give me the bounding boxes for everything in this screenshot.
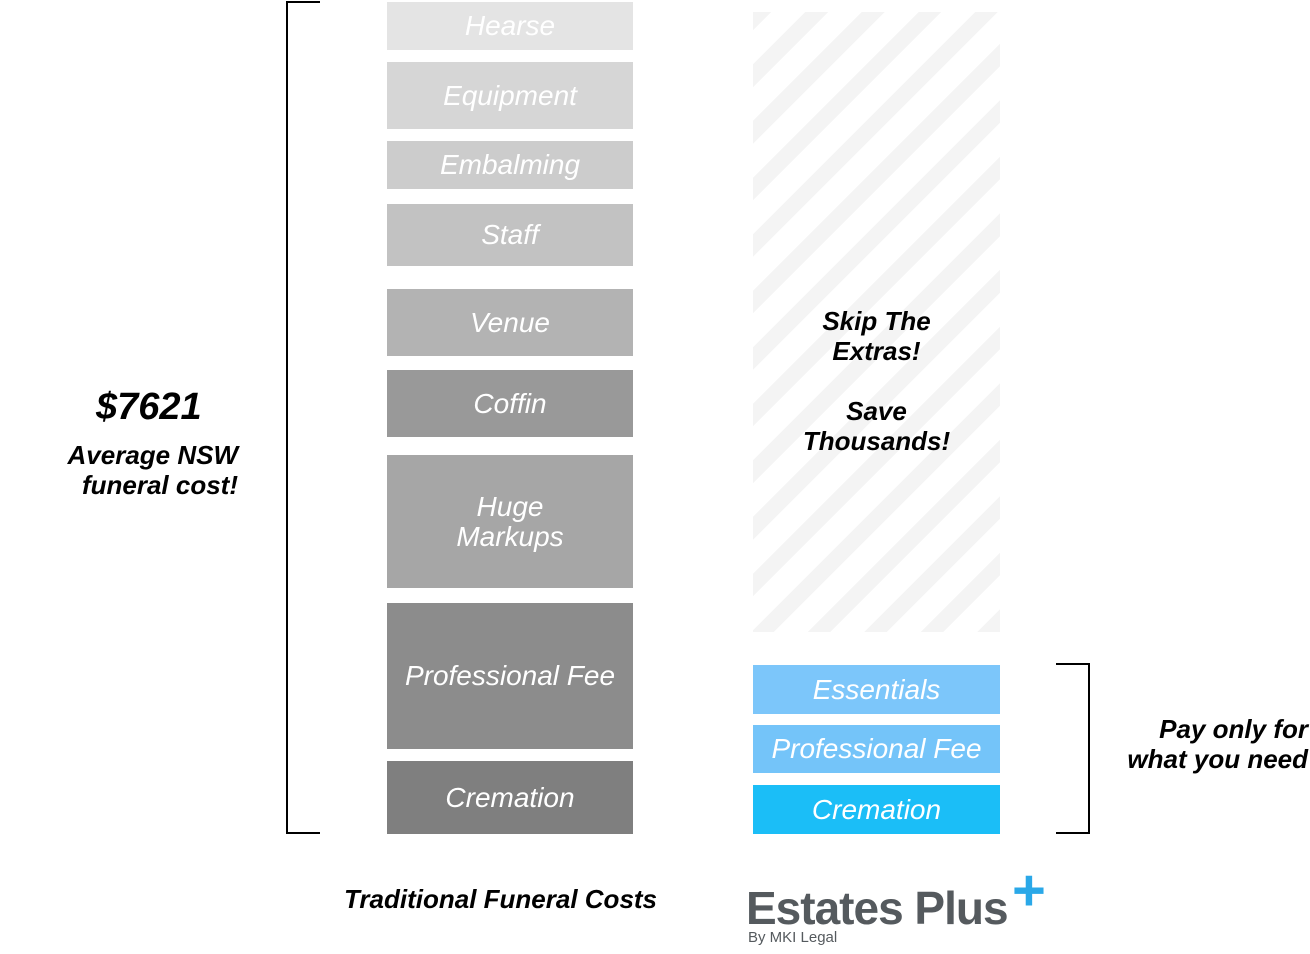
- estates-plus-bracket: [1056, 663, 1090, 834]
- segment-cremation: Cremation: [753, 785, 1000, 834]
- segment-cremation: Cremation: [387, 761, 633, 834]
- segment-hearse: Hearse: [387, 2, 633, 50]
- average-cost-value: $7621: [96, 386, 202, 428]
- segment-equipment: Equipment: [387, 62, 633, 129]
- plus-icon: +: [1012, 858, 1046, 923]
- traditional-axis-label: Traditional Funeral Costs: [344, 884, 658, 914]
- skip-extras-annotation: Skip The Extras! Save Thousands!: [802, 306, 951, 456]
- segment-professional-fee: Professional Fee: [387, 603, 633, 749]
- average-cost-caption: Average NSW funeral cost!: [67, 440, 239, 500]
- segment-embalming: Embalming: [387, 141, 633, 189]
- logo-wordmark: Estates Plus: [746, 882, 1009, 934]
- segment-essentials: Essentials: [753, 665, 1000, 714]
- segment-staff: Staff: [387, 204, 633, 266]
- skipped-extras-area: [753, 12, 1000, 632]
- segment-coffin: Coffin: [387, 370, 633, 437]
- logo-tagline: By MKI Legal: [748, 929, 838, 946]
- segment-venue: Venue: [387, 289, 633, 356]
- traditional-total-bracket: [286, 1, 320, 834]
- segment-professional-fee: Professional Fee: [753, 725, 1000, 773]
- segment-huge-markups: Huge Markups: [387, 455, 633, 588]
- pay-only-caption: Pay only for what you need: [1127, 714, 1308, 774]
